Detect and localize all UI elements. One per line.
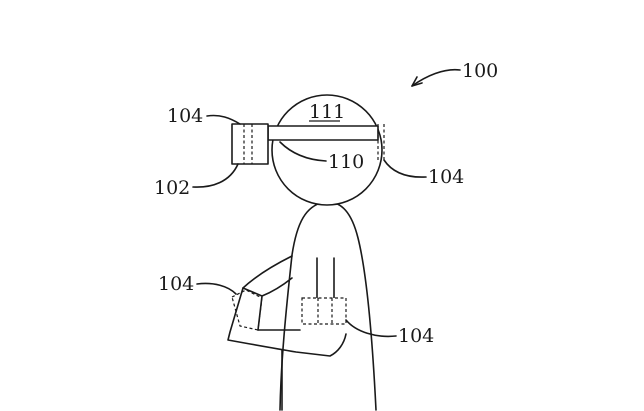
label-104-hand: 104 — [158, 273, 194, 295]
user-body — [227, 201, 377, 411]
system-reference: 100 — [411, 60, 498, 87]
label-104-front-group: 104 — [167, 105, 241, 127]
leader-line-104-hand — [196, 282, 237, 295]
head-outline — [271, 94, 383, 206]
leader-line-102 — [192, 163, 239, 188]
headset-band — [267, 125, 379, 141]
wrist-sensor-inner — [317, 298, 333, 324]
hand-outline — [242, 287, 263, 331]
label-104-wrist-group: 104 — [345, 319, 434, 347]
headset-front-unit — [231, 123, 269, 165]
label-100: 100 — [462, 60, 498, 82]
leader-line-110 — [279, 141, 327, 162]
hand-sensor-outline — [231, 289, 263, 331]
wrist-line — [261, 277, 293, 297]
label-111-group: 111 — [309, 101, 345, 123]
label-102-group: 102 — [154, 163, 239, 199]
back-sensor — [377, 124, 385, 160]
wrist-sensor — [301, 297, 347, 325]
label-104-hand-group: 104 — [158, 273, 237, 295]
leader-line-104-front — [206, 114, 241, 125]
label-104-back: 104 — [428, 166, 464, 188]
label-110-group: 110 — [279, 141, 364, 173]
leader-line-104-wrist — [345, 319, 397, 338]
leader-line-104-back — [383, 159, 427, 178]
label-104-wrist: 104 — [398, 325, 434, 347]
label-110: 110 — [328, 151, 364, 173]
user-head — [267, 94, 383, 206]
label-104-back-group: 104 — [383, 159, 464, 188]
headset-display-box — [231, 123, 269, 165]
label-102: 102 — [154, 177, 190, 199]
label-111: 111 — [309, 101, 345, 123]
leader-line-100 — [411, 68, 461, 87]
arrow-head-100 — [411, 76, 423, 87]
hand-sensor — [231, 289, 263, 331]
label-104-front: 104 — [167, 105, 203, 127]
back-sensor-outline — [377, 124, 385, 160]
forearm-outline — [227, 255, 347, 357]
headset-front-sensor — [243, 124, 253, 164]
wrist-sensor-outline — [301, 297, 347, 325]
